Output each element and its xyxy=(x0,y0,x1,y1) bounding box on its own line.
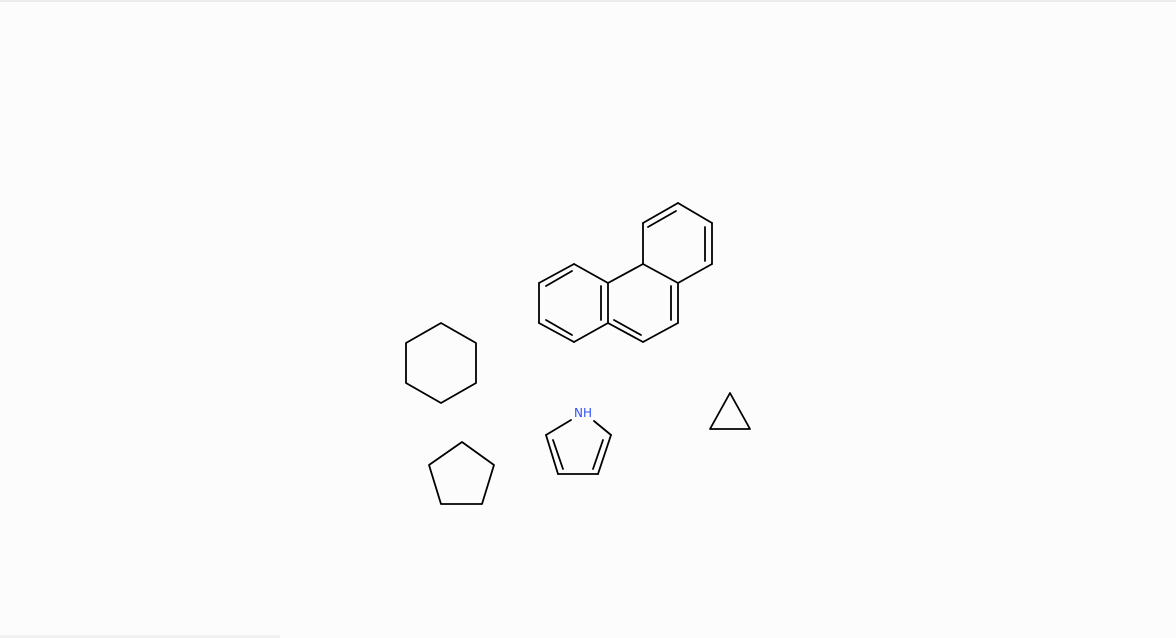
bond xyxy=(573,263,609,284)
double-bond xyxy=(647,210,677,228)
atom-label-nh: NH xyxy=(574,406,592,420)
bond xyxy=(642,263,679,284)
bottom-scroll-strip xyxy=(0,635,280,638)
bond xyxy=(538,322,575,343)
double-bond xyxy=(545,319,573,336)
ring xyxy=(405,322,477,404)
bond xyxy=(642,322,679,343)
double-bond xyxy=(545,270,573,287)
double-bond xyxy=(552,439,564,470)
molecule-phenanthrene[interactable] xyxy=(538,202,713,343)
ring xyxy=(428,441,495,505)
bond xyxy=(597,434,612,475)
bond xyxy=(545,434,559,475)
bond xyxy=(545,419,572,436)
bond xyxy=(642,202,679,224)
bond xyxy=(607,263,644,284)
double-bond xyxy=(613,319,642,336)
bond xyxy=(593,420,612,436)
bond xyxy=(573,322,609,343)
double-bond xyxy=(592,439,604,470)
molecule-pyrrole[interactable]: NH xyxy=(545,406,612,475)
ring xyxy=(709,392,751,430)
bond xyxy=(538,263,575,284)
bond xyxy=(677,202,713,224)
molecule-cyclohexane[interactable] xyxy=(405,322,477,404)
molecule-cyclopentane[interactable] xyxy=(428,441,495,505)
bond xyxy=(677,263,713,284)
molecule-cyclopropane[interactable] xyxy=(709,392,751,430)
bond xyxy=(607,322,644,343)
